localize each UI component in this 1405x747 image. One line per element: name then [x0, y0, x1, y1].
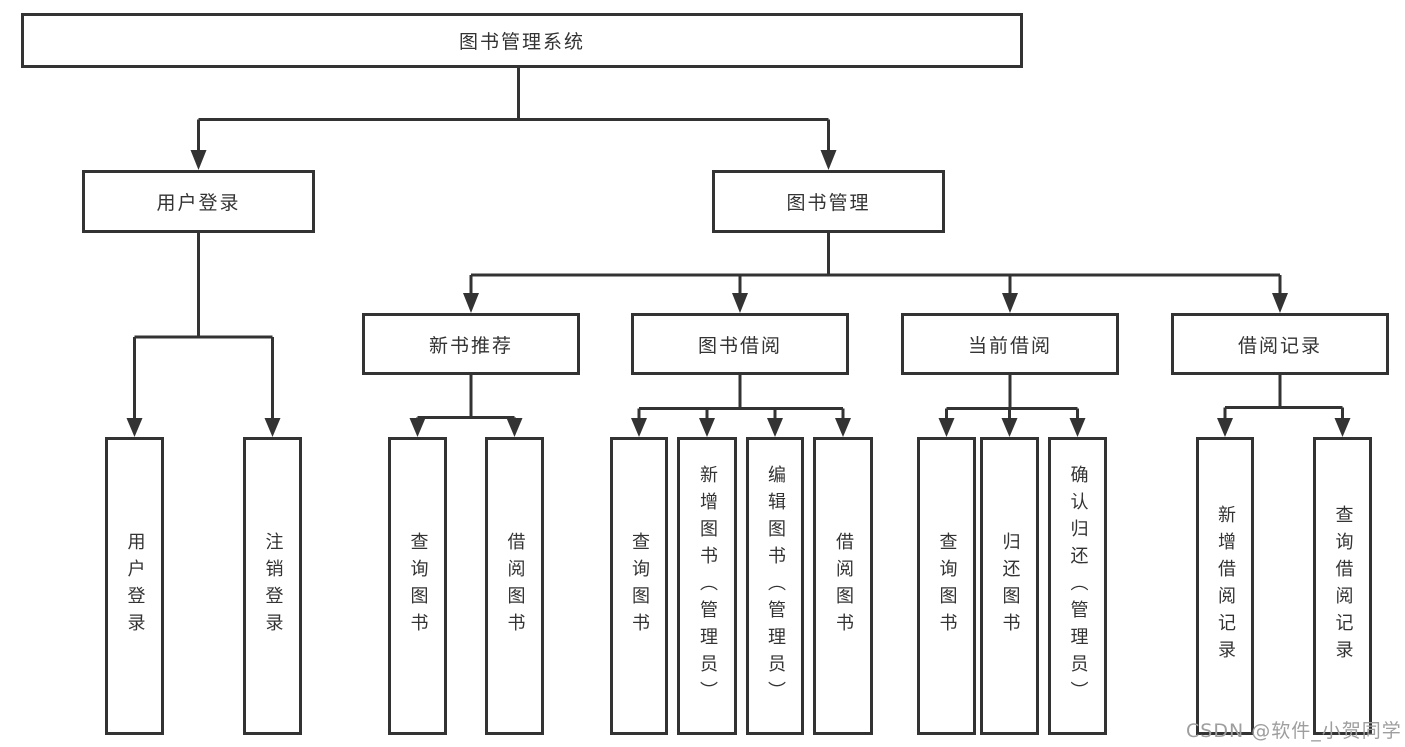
node-book-borrowing-label: 图书借阅 [697, 334, 782, 357]
arrow-down-icon [835, 418, 851, 437]
arrow-down-icon [1334, 418, 1351, 437]
leaf-borrow-add-admin-label: 新增图书（管理员） [697, 464, 718, 708]
arrow-down-icon [732, 293, 748, 313]
node-book-management-label: 图书管理 [786, 192, 871, 214]
leaf-records-add-label: 新增借阅记录 [1215, 505, 1236, 667]
node-root-label: 图书管理系统 [458, 31, 585, 53]
connector-current-children [938, 375, 1086, 437]
arrow-down-icon [190, 150, 207, 170]
watermark: CSDN @软件_小贺同学 [1186, 720, 1402, 742]
leaf-borrow-edit-admin: 编辑图书（管理员） [746, 437, 804, 735]
connector-root-to-level2 [190, 68, 837, 170]
arrow-down-icon [820, 150, 837, 170]
leaf-new-books-query: 查询图书 [388, 437, 447, 735]
leaf-current-return: 归还图书 [980, 437, 1039, 735]
node-book-management: 图书管理 [712, 170, 945, 233]
arrow-down-icon [1002, 293, 1018, 313]
leaf-new-books-borrow: 借阅图书 [485, 437, 544, 735]
node-book-borrowing: 图书借阅 [631, 313, 849, 375]
node-current-borrowing-label: 当前借阅 [967, 334, 1052, 357]
arrow-down-icon [699, 418, 715, 437]
leaf-borrow-edit-admin-label: 编辑图书（管理员） [765, 464, 786, 708]
leaf-logout-label: 注销登录 [262, 532, 284, 640]
arrow-down-icon [1069, 418, 1086, 437]
arrow-down-icon [463, 293, 479, 313]
arrow-down-icon [1001, 418, 1018, 437]
leaf-borrow-borrow: 借阅图书 [813, 437, 873, 735]
node-borrowing-records-label: 借阅记录 [1237, 334, 1322, 357]
connector-records-children [1217, 375, 1351, 437]
arrow-down-icon [1272, 293, 1288, 313]
leaf-user-login-label: 用户登录 [124, 532, 146, 640]
leaf-new-books-borrow-label: 借阅图书 [504, 532, 526, 640]
arrow-down-icon [126, 418, 143, 437]
node-borrowing-records: 借阅记录 [1171, 313, 1389, 375]
node-root: 图书管理系统 [21, 13, 1023, 68]
arrow-down-icon [264, 418, 281, 437]
leaf-logout: 注销登录 [243, 437, 302, 735]
node-new-book-recommendation-label: 新书推荐 [428, 334, 513, 357]
leaf-borrow-add-admin: 新增图书（管理员） [677, 437, 737, 735]
connector-new-books-children [409, 375, 523, 437]
leaf-current-confirm-return-admin-label: 确认归还（管理员） [1067, 464, 1089, 708]
connector-borrow-children [631, 375, 851, 437]
leaf-current-confirm-return-admin: 确认归还（管理员） [1048, 437, 1107, 735]
node-user-login-label: 用户登录 [156, 192, 241, 214]
leaf-records-query-label: 查询借阅记录 [1332, 505, 1354, 667]
leaf-current-query-label: 查询图书 [936, 532, 958, 640]
node-user-login: 用户登录 [82, 170, 315, 233]
leaf-new-books-query-label: 查询图书 [407, 532, 429, 640]
leaf-borrow-query: 查询图书 [610, 437, 668, 735]
node-new-book-recommendation: 新书推荐 [362, 313, 580, 375]
leaf-user-login: 用户登录 [105, 437, 164, 735]
connector-user-login-children [126, 233, 281, 437]
leaf-current-query: 查询图书 [917, 437, 976, 735]
arrow-down-icon [1217, 418, 1233, 437]
arrow-down-icon [938, 418, 955, 437]
arrow-down-icon [767, 418, 783, 437]
leaf-records-query: 查询借阅记录 [1313, 437, 1372, 735]
leaf-borrow-borrow-label: 借阅图书 [833, 532, 854, 640]
node-current-borrowing: 当前借阅 [901, 313, 1119, 375]
arrow-down-icon [631, 418, 647, 437]
leaf-records-add: 新增借阅记录 [1196, 437, 1254, 735]
leaf-current-return-label: 归还图书 [999, 532, 1021, 640]
leaf-borrow-query-label: 查询图书 [629, 532, 650, 640]
connector-book-mgmt-children [463, 233, 1288, 313]
arrow-down-icon [506, 418, 523, 437]
arrow-down-icon [409, 418, 426, 437]
